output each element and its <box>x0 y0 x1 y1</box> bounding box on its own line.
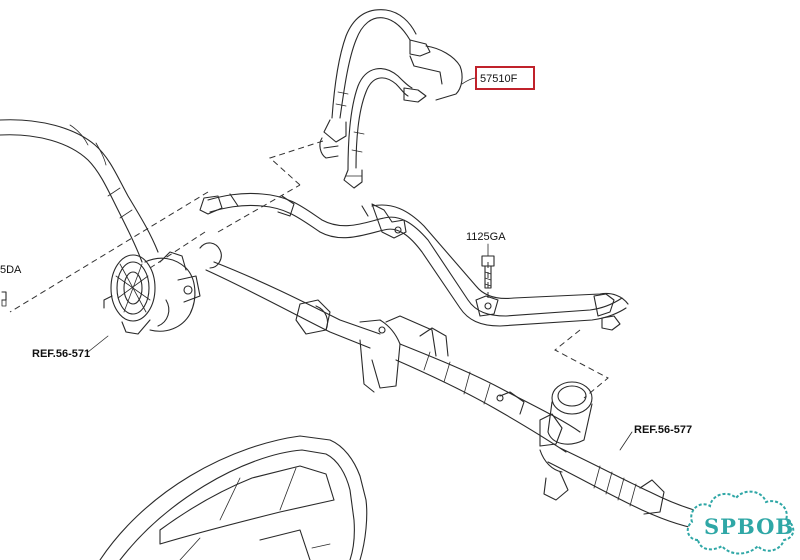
highlight-box <box>475 66 535 90</box>
part-number-1125ga: 1125GA <box>466 231 506 243</box>
leader-lines <box>87 77 633 451</box>
watermark-text: SPBOB <box>704 514 794 539</box>
power-steering-pump <box>103 251 201 335</box>
watermark-logo: SPBOB <box>686 490 795 555</box>
pressure-hose-assembly <box>319 9 463 189</box>
vehicle-outline <box>99 435 368 560</box>
bolt-1125ga <box>481 255 495 289</box>
ref-label-gear: REF.56-577 <box>634 424 692 436</box>
bolt-left <box>1 291 7 307</box>
part-number-left: 5DA <box>0 264 22 276</box>
return-hose-left <box>0 119 159 263</box>
reference-dashes <box>9 139 609 399</box>
ref-label-pump: REF.56-571 <box>32 348 90 360</box>
part-number-57510f: 57510F <box>480 73 518 85</box>
steering-gear-rack <box>199 242 711 531</box>
steering-lines <box>199 192 629 331</box>
